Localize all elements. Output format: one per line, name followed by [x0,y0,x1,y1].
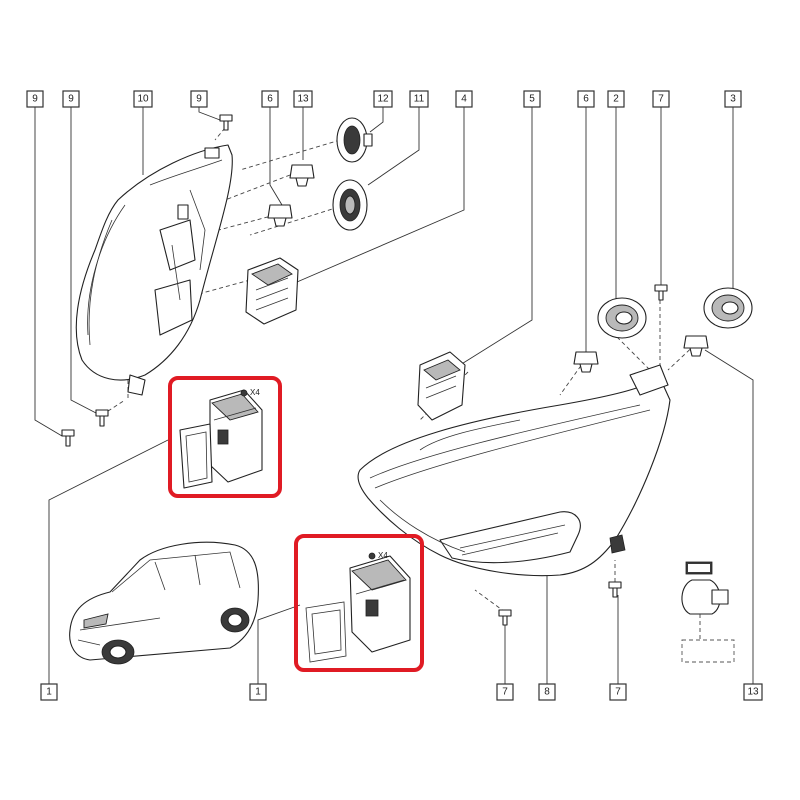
dust-cap-11 [332,179,368,231]
callout-2: 2 [607,90,625,108]
screw-icon-9a [61,429,75,447]
quantity-label-right: X4 [378,551,388,560]
callout-9-c: 9 [190,90,208,108]
callout-9-c-label: 9 [196,94,202,105]
callout-9-b: 9 [62,90,80,108]
assembly-dashed-lines [101,127,701,613]
dust-cap-12 [336,117,373,163]
callout-1-a: 1 [40,683,58,701]
control-module-5 [417,351,466,421]
bulb-socket-icon-6 [267,204,293,227]
callout-9-a: 9 [26,90,44,108]
callout-6-a-label: 6 [267,94,273,105]
callout-4-label: 4 [461,94,467,105]
callout-6-b: 6 [577,90,595,108]
callout-7-c-label: 7 [615,687,621,698]
callout-3-label: 3 [730,94,736,105]
callout-1-b-label: 1 [255,687,261,698]
left-headlight-assembly [75,144,233,396]
callout-1-b: 1 [249,683,267,701]
screw-icon-7a [654,284,668,301]
callout-11-label: 11 [414,94,425,105]
callout-12: 12 [373,90,393,108]
left-fasteners [61,114,315,447]
bulb-socket-icon-6b [573,351,599,373]
callout-13-a-label: 13 [297,94,309,105]
callout-13-a: 13 [293,90,313,108]
dust-cap-3 [703,287,753,329]
car-icon [69,541,259,665]
callout-13-b: 13 [743,683,763,701]
callout-5: 5 [523,90,541,108]
dust-cap-2 [597,297,647,339]
right-headlight-assembly [357,364,671,577]
callout-10: 10 [133,90,153,108]
callout-4: 4 [455,90,473,108]
callout-7-a: 7 [652,90,670,108]
callout-6-a: 6 [261,90,279,108]
screw-icon-9c [219,114,233,131]
callout-7-a-label: 7 [658,94,664,105]
callout-2-label: 2 [613,94,619,105]
callout-6-b-label: 6 [583,94,589,105]
screw-icon-9b [95,409,109,427]
screw-icon-7c [608,581,622,598]
callout-1-a-label: 1 [46,687,52,698]
callout-11: 11 [409,90,429,108]
bulb-icon [681,561,735,663]
callout-8: 8 [538,683,556,701]
callout-5-label: 5 [529,94,535,105]
callout-3: 3 [724,90,742,108]
control-module-4 [245,257,299,325]
ballast-highlight-right: X4 [294,534,424,672]
screw-icon-7b [498,609,512,626]
bulb-socket-icon-13b [683,335,709,357]
callout-10-label: 10 [137,94,149,105]
bulb-socket-icon-13 [289,164,315,187]
callout-9-a-label: 9 [32,94,38,105]
ballast-highlight-left: X4 [168,376,282,498]
callout-7-c: 7 [609,683,627,701]
leader-lines [34,107,754,684]
quantity-label-left: X4 [250,388,260,397]
callout-8-label: 8 [544,687,550,698]
callout-13-b-label: 13 [747,687,759,698]
callout-12-label: 12 [377,94,389,105]
callout-7-b: 7 [496,683,514,701]
callout-7-b-label: 7 [502,687,508,698]
callout-9-b-label: 9 [68,94,74,105]
right-fasteners [498,284,709,626]
